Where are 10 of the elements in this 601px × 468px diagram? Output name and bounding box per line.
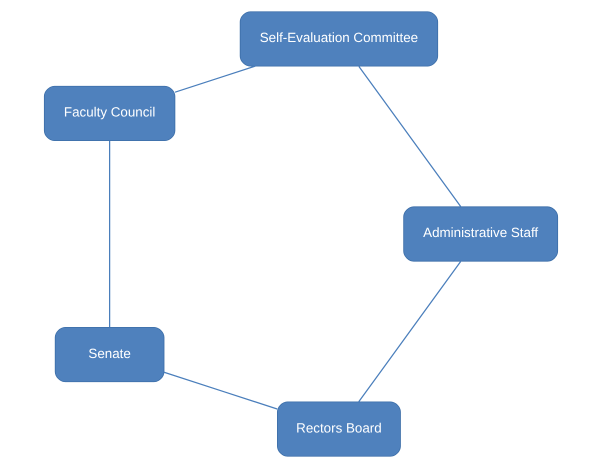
node-box: Rectors Board bbox=[276, 401, 400, 457]
node-box: Faculty Council bbox=[43, 86, 175, 142]
node-box: Self-Evaluation Committee bbox=[239, 11, 438, 67]
connector bbox=[163, 372, 277, 410]
connector bbox=[358, 261, 461, 402]
connector bbox=[174, 66, 255, 93]
node-box: Senate bbox=[54, 326, 164, 382]
node-box: Administrative Staff bbox=[402, 206, 558, 262]
connector bbox=[358, 66, 461, 207]
connector bbox=[108, 140, 110, 328]
